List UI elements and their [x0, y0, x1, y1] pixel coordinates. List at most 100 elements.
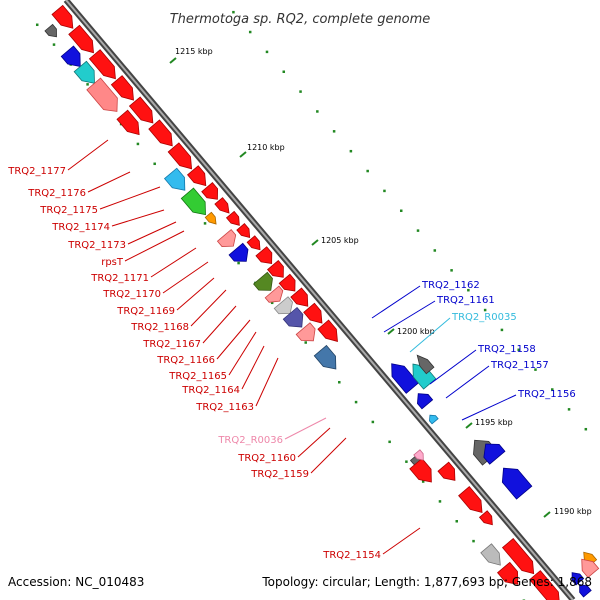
scale-label-1215: 1215 kbp [175, 47, 213, 56]
forward-gene [128, 96, 154, 124]
gene-label[interactable]: TRQ2_R0035 [451, 312, 517, 323]
gene-label[interactable]: TRQ2_1174 [51, 222, 110, 233]
reverse-gene [416, 354, 435, 375]
reverse-gene [581, 558, 600, 579]
forward-gene [51, 4, 74, 29]
reverse-strand-genes [391, 354, 600, 598]
backbone [63, 0, 576, 600]
forward-gene [167, 142, 193, 170]
gene-label[interactable]: TRQ2_1168 [130, 322, 189, 333]
forward-gene [110, 75, 134, 101]
label-leader-line [241, 345, 265, 390]
map-title: Thermotoga sp. RQ2, complete genome [170, 12, 431, 27]
forward-gene [267, 259, 284, 278]
label-leader-line [216, 319, 251, 360]
reverse-gene [501, 467, 533, 500]
gene-label[interactable]: TRQ2_1157 [490, 360, 549, 371]
scale-label-1205: 1205 kbp [321, 236, 359, 245]
label-leader-line [371, 285, 421, 319]
gene-label[interactable]: TRQ2_1154 [322, 550, 381, 561]
label-leader-line [87, 171, 131, 193]
label-leader-line [383, 300, 436, 333]
gene-label-group: TRQ2_1177TRQ2_1176TRQ2_1175TRQ2_1174TRQ2… [7, 139, 576, 561]
gene-label[interactable]: TRQ2_1175 [39, 205, 98, 216]
label-leader-line [445, 365, 490, 399]
label-leader-line [176, 277, 215, 311]
label-leader-line [284, 417, 327, 440]
gene-label[interactable]: TRQ2_1167 [142, 339, 201, 350]
label-leader-line [162, 261, 209, 294]
forward-gene [236, 223, 251, 239]
forward-gene-outer [116, 109, 140, 136]
forward-gene-outer [163, 167, 186, 191]
forward-gene [458, 486, 483, 514]
label-leader-line [461, 394, 517, 421]
forward-gene [255, 246, 273, 264]
gene-label[interactable]: TRQ2_1161 [436, 295, 495, 306]
label-leader-line [190, 289, 227, 327]
forward-strand-genes [44, 4, 560, 600]
label-leader-line [382, 527, 421, 555]
label-leader-line [127, 221, 177, 245]
forward-gene-outer [480, 543, 501, 566]
forward-gene-outer [44, 23, 57, 38]
rna-gene-r0035 [429, 414, 439, 425]
label-leader-line [150, 247, 197, 278]
gene-label[interactable]: TRQ2_1176 [27, 188, 86, 199]
gene-label[interactable]: TRQ2_1173 [67, 240, 126, 251]
forward-gene [290, 287, 309, 307]
gene-label[interactable]: TRQ2_R0036 [217, 435, 283, 446]
gene-label[interactable]: TRQ2_1165 [168, 371, 227, 382]
forward-gene [529, 570, 560, 600]
forward-gene-outer [295, 322, 316, 342]
label-leader-line [124, 230, 185, 262]
forward-gene-outer [253, 271, 273, 291]
scale-label-1200: 1200 kbp [397, 327, 435, 336]
gene-label[interactable]: TRQ2_1158 [477, 344, 536, 355]
gene-label[interactable]: TRQ2_1163 [195, 402, 254, 413]
reverse-gene [417, 393, 434, 410]
forward-gene-outer [204, 211, 217, 225]
forward-gene [186, 165, 207, 187]
scale-label-1190: 1190 kbp [554, 507, 592, 516]
forward-gene-outer [273, 296, 293, 315]
gene-label[interactable]: TRQ2_1166 [156, 355, 215, 366]
label-leader-line [67, 139, 109, 171]
gene-label[interactable]: rpsT [101, 257, 124, 268]
forward-gene-outer [497, 561, 519, 585]
gene-label[interactable]: TRQ2_1171 [90, 273, 149, 284]
rna-gene-r0036 [413, 449, 424, 461]
label-leader-line [255, 357, 279, 407]
gene-label[interactable]: TRQ2_1160 [237, 453, 296, 464]
gene-label[interactable]: TRQ2_1177 [7, 166, 66, 177]
label-leader-line [228, 331, 257, 376]
gene-label[interactable]: TRQ2_1156 [517, 389, 576, 400]
gene-label[interactable]: TRQ2_1170 [102, 289, 161, 300]
forward-gene [225, 210, 240, 226]
forward-gene [317, 319, 338, 342]
forward-gene-outer [264, 285, 284, 303]
scale-ticks: 1215 kbp 1210 kbp 1205 kbp 1200 kbp 1195… [169, 47, 592, 518]
forward-gene-outer [60, 45, 81, 67]
forward-gene [68, 24, 94, 54]
gene-label[interactable]: TRQ2_1159 [250, 469, 309, 480]
label-leader-line [409, 317, 451, 353]
gene-label[interactable]: TRQ2_1169 [116, 306, 175, 317]
forward-gene-outer [216, 229, 237, 247]
scale-label-1195: 1195 kbp [475, 418, 513, 427]
forward-gene-outer [282, 306, 304, 328]
label-leader-line [429, 349, 477, 385]
summary-text: Topology: circular; Length: 1,877,693 bp… [261, 575, 592, 589]
reverse-gene [483, 443, 506, 465]
gene-label[interactable]: TRQ2_1162 [421, 280, 480, 291]
label-leader-line [111, 209, 165, 227]
scale-label-1210: 1210 kbp [247, 143, 285, 152]
forward-gene [437, 461, 456, 481]
forward-gene-outer [313, 344, 337, 370]
label-leader-line [202, 305, 237, 344]
forward-gene-outer [180, 187, 206, 216]
forward-gene [88, 49, 116, 80]
gene-label[interactable]: TRQ2_1164 [181, 385, 240, 396]
